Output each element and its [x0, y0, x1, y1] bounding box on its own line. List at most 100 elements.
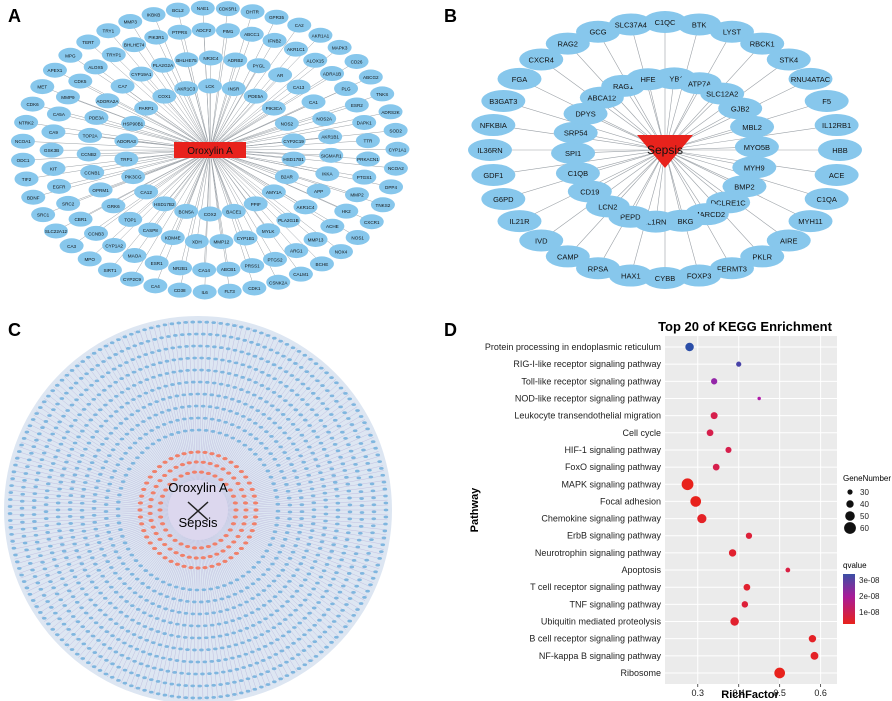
node-ellipse [10, 133, 35, 149]
common-target-node [172, 478, 178, 482]
target-node [211, 381, 217, 385]
panel-a-node: SIGMAR1 [319, 147, 344, 163]
target-node [218, 346, 224, 350]
panel-a-node: CYP2C9 [119, 271, 144, 287]
target-node [311, 508, 317, 512]
target-node [347, 517, 353, 521]
target-node [256, 647, 262, 651]
target-node [131, 370, 137, 374]
panel-a-node: AKR1B1 [318, 129, 343, 145]
target-node [10, 539, 15, 543]
node-ellipse [608, 264, 653, 287]
node-label: PPIF [251, 202, 261, 207]
target-node [120, 480, 126, 484]
target-node [142, 676, 147, 680]
panel-b-node: C1QA [804, 187, 849, 210]
target-node [341, 584, 346, 588]
panel-a-node: GSK3B [39, 142, 64, 158]
panel-a-node: COX1 [152, 88, 177, 104]
target-node [257, 458, 263, 461]
target-node [288, 613, 293, 617]
target-node [278, 339, 283, 343]
panel-a-node: CD26 [344, 53, 369, 69]
target-node [312, 623, 317, 627]
panel-b-node: RPSA [576, 257, 621, 280]
panel-a-node: MMP3 [118, 13, 143, 29]
panel-b-node: IL12RB1 [814, 114, 859, 137]
target-node [173, 407, 178, 410]
node-label: IVD [535, 237, 548, 246]
target-node [286, 630, 292, 634]
target-node [315, 553, 321, 557]
y-tick-label: FoxO signaling pathway [565, 462, 662, 472]
target-node [142, 625, 148, 628]
target-node [73, 418, 78, 422]
target-node [272, 421, 278, 425]
target-node [242, 429, 248, 433]
target-node [216, 419, 222, 422]
target-node [156, 386, 162, 390]
target-node [138, 595, 143, 599]
target-node [338, 386, 344, 390]
target-node [65, 409, 70, 412]
target-node [296, 350, 302, 353]
target-node [212, 345, 217, 349]
data-point [808, 634, 817, 643]
target-node [331, 474, 336, 477]
node-label: CA12 [140, 190, 152, 195]
target-node [269, 641, 274, 645]
target-node [172, 670, 178, 674]
target-node [250, 650, 255, 654]
panel-a-node: BCL2 [165, 2, 190, 18]
target-node [128, 644, 133, 648]
target-node [335, 501, 341, 505]
chart-title: Top 20 of KEGG Enrichment [658, 319, 833, 334]
panel-b-letter: B [444, 6, 457, 26]
target-node [149, 326, 154, 330]
target-node [119, 390, 125, 394]
target-node [369, 482, 375, 486]
target-node [353, 552, 359, 556]
target-node [299, 510, 305, 514]
target-node [214, 671, 219, 675]
target-node [300, 398, 305, 401]
target-node [307, 445, 312, 449]
target-node [297, 489, 303, 493]
target-node [206, 356, 211, 360]
common-target-node [218, 478, 224, 482]
target-node [33, 485, 38, 489]
node-label: AIRE [780, 237, 798, 246]
target-node [255, 343, 261, 346]
node-label: ADORA2A [96, 99, 119, 104]
target-node [233, 643, 239, 647]
target-node [157, 361, 163, 365]
target-node [244, 626, 250, 630]
target-node [275, 408, 281, 412]
target-node [104, 496, 110, 500]
target-node [285, 489, 291, 493]
target-node [94, 534, 100, 538]
x-tick-label: 0.4 [732, 688, 745, 698]
target-node [169, 609, 175, 613]
target-node [290, 657, 295, 660]
common-target-node [167, 482, 173, 486]
common-target-node [241, 522, 247, 526]
node-label: ABCA12 [587, 94, 616, 103]
target-node [116, 678, 121, 682]
panel-b-node: MBL2 [730, 115, 775, 138]
panel-a-node: CDK1 [242, 280, 267, 296]
target-node [304, 549, 309, 553]
target-node [85, 543, 90, 547]
target-node [154, 654, 159, 658]
target-node [96, 541, 102, 544]
y-tick-label: Ubiquitin mediated proteolysis [541, 617, 662, 627]
node-ellipse [246, 58, 271, 74]
target-node [21, 534, 27, 538]
node-ellipse [264, 9, 289, 25]
node-ellipse [378, 104, 403, 120]
common-target-node [198, 546, 205, 550]
target-node [357, 483, 363, 487]
target-node [55, 501, 61, 505]
target-node [122, 668, 128, 672]
node-ellipse [240, 258, 265, 274]
